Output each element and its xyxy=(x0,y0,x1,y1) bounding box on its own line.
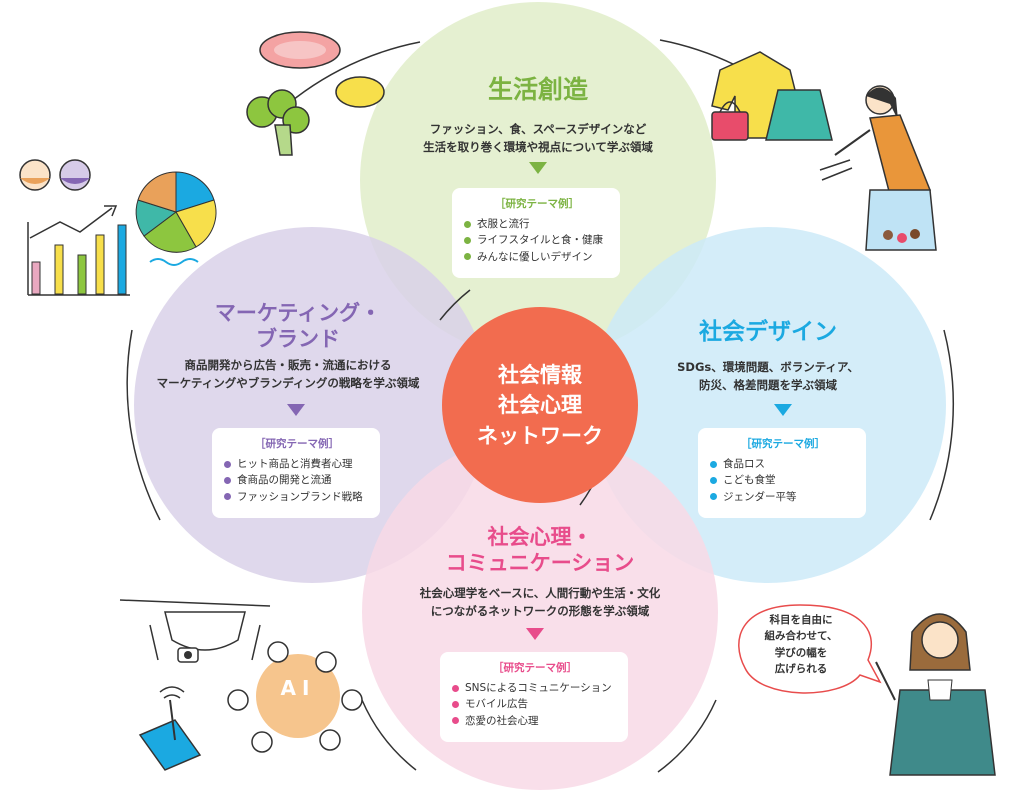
lemon-icon xyxy=(335,76,385,108)
list-item: 食商品の開発と流通 xyxy=(224,472,370,488)
handbag-icon xyxy=(711,111,749,141)
life-theme-list: 衣服と流行 ライフスタイルと食・健康 みんなに優しいデザイン xyxy=(464,216,610,265)
pin-icon xyxy=(19,159,51,191)
list-item: みんなに優しいデザイン xyxy=(464,249,610,265)
life-area-desc: ファッション、食、スペースデザインなど 生活を取り巻く環境や視点について学ぶ領域 xyxy=(423,122,653,155)
tech-illustration xyxy=(119,599,363,771)
drone-icon xyxy=(119,599,271,663)
bullet-dot xyxy=(452,717,459,725)
psychology-arrow xyxy=(526,628,544,640)
list-item: 食品ロス xyxy=(710,456,856,472)
circle-life xyxy=(360,2,716,358)
bullet-dot xyxy=(224,493,231,501)
ai-label: AI xyxy=(280,676,316,700)
food-illustration xyxy=(246,31,385,156)
life-arrow xyxy=(529,162,547,174)
center-label: 社会情報 社会心理 ネットワーク xyxy=(477,363,603,448)
list-item: ジェンダー平等 xyxy=(710,489,856,505)
bullet-dot xyxy=(464,220,471,228)
bullet-dot xyxy=(464,253,471,261)
pie-chart-icon xyxy=(135,171,217,253)
bullet-dot xyxy=(452,684,459,692)
psychology-box-title: ［研究テーマ例］ xyxy=(493,662,577,674)
life-theme-box: ［研究テーマ例］ 衣服と流行 ライフスタイルと食・健康 みんなに優しいデザイン xyxy=(452,188,620,278)
social-design-area-desc: SDGs、環境問題、ボランティア、 防災、格差問題を学ぶ領域 xyxy=(677,360,859,393)
bullet-dot xyxy=(224,460,231,468)
list-item: 恋愛の社会心理 xyxy=(452,713,618,729)
social-design-theme-list: 食品ロス こども食堂 ジェンダー平等 xyxy=(710,456,856,505)
list-item: こども食堂 xyxy=(710,472,856,488)
shopper-person xyxy=(819,85,937,251)
marketing-area-desc: 商品開発から広告・販売・流通における マーケティングやブランディングの戦略を学ぶ… xyxy=(156,358,420,391)
social-design-box-title: ［研究テーマ例］ xyxy=(741,438,825,450)
center-circle xyxy=(442,307,638,503)
wifi-icon xyxy=(315,651,337,673)
student-person xyxy=(875,613,996,776)
list-item: モバイル広告 xyxy=(452,696,618,712)
mail-icon xyxy=(227,689,249,711)
ai-circle xyxy=(256,654,340,738)
chart-illustration xyxy=(19,159,217,296)
list-item: ファッションブランド戦略 xyxy=(224,489,370,505)
video-icon xyxy=(267,641,289,663)
shopping-illustration xyxy=(711,51,937,251)
marketing-theme-list: ヒット商品と消費者心理 食商品の開発と流通 ファッションブランド戦略 xyxy=(224,456,370,505)
location-icon xyxy=(319,729,341,751)
marketing-area-title: マーケティング・ ブランド xyxy=(214,301,382,352)
ai-network-icons xyxy=(227,641,363,753)
marketing-theme-box: ［研究テーマ例］ ヒット商品と消費者心理 食商品の開発と流通 ファッションブラン… xyxy=(212,428,380,518)
bullet-dot xyxy=(224,476,231,484)
social-design-theme-box: ［研究テーマ例］ 食品ロス こども食堂 ジェンダー平等 xyxy=(698,428,866,518)
psychology-theme-list: SNSによるコミュニケーション モバイル広告 恋愛の社会心理 xyxy=(452,680,618,729)
marketing-box-title: ［研究テーマ例］ xyxy=(255,438,339,450)
bullet-dot xyxy=(710,493,717,501)
life-box-title: ［研究テーマ例］ xyxy=(495,198,579,210)
pin-icon xyxy=(59,159,91,191)
broccoli-icon xyxy=(246,89,310,156)
bullet-dot xyxy=(710,476,717,484)
bullet-dot xyxy=(452,700,459,708)
psychology-area-desc: 社会心理学をベースに、人間行動や生活・文化 につながるネットワークの形態を学ぶ領… xyxy=(419,586,661,619)
social-design-arrow xyxy=(774,404,792,416)
mobile-icon xyxy=(341,689,363,711)
monitor-icon xyxy=(251,731,273,753)
skirt-icon xyxy=(765,89,833,141)
speech-illustration xyxy=(738,604,996,776)
marketing-arrow xyxy=(287,404,305,416)
social-design-area-title: 社会デザイン xyxy=(699,319,837,345)
bullet-dot xyxy=(464,236,471,244)
list-item: ヒット商品と消費者心理 xyxy=(224,456,370,472)
psychology-theme-box: ［研究テーマ例］ SNSによるコミュニケーション モバイル広告 恋愛の社会心理 xyxy=(440,652,628,742)
list-item: ライフスタイルと食・健康 xyxy=(464,232,610,248)
phone-tap-icon xyxy=(138,686,202,771)
life-area-title: 生活創造 xyxy=(487,75,588,104)
psychology-area-title: 社会心理・ コミュニケーション xyxy=(445,525,635,576)
list-item: 衣服と流行 xyxy=(464,216,610,232)
bullet-dot xyxy=(710,460,717,468)
speech-bubble xyxy=(738,604,882,694)
list-item: SNSによるコミュニケーション xyxy=(452,680,618,696)
speech-bubble-text: 科目を自由に 組み合わせて、 学びの幅を 広げられる xyxy=(764,614,838,675)
